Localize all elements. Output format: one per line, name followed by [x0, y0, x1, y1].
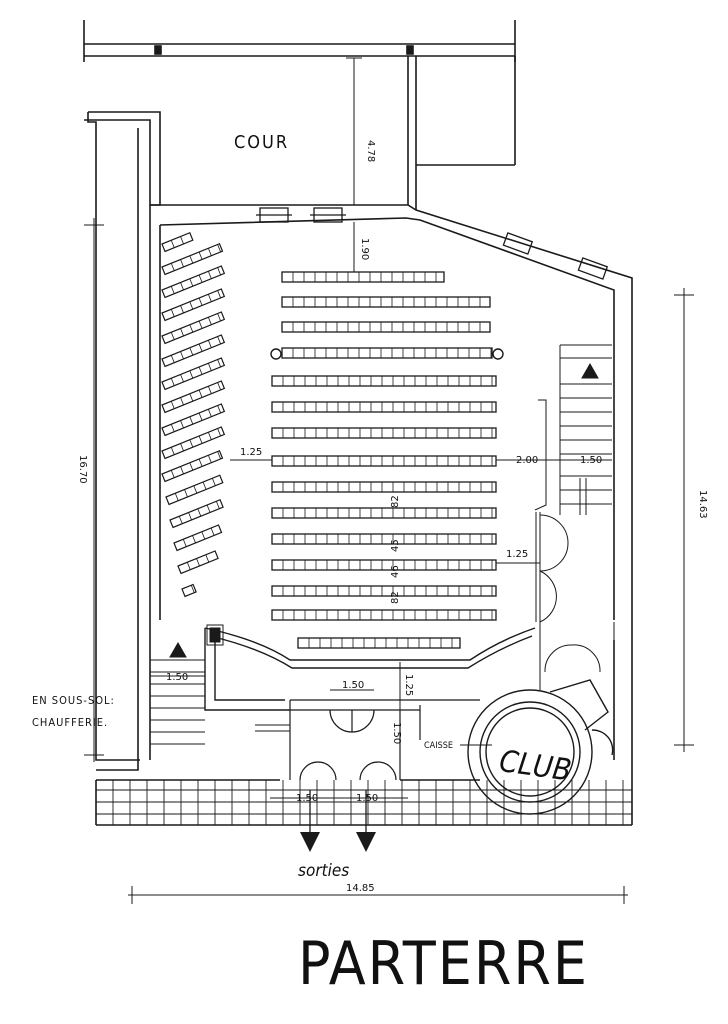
top-wall [83, 20, 516, 62]
dim-door-aisle: 1.25 [506, 549, 528, 560]
dim-lobby-depth-b: 1.50 [391, 722, 402, 744]
seat-row [161, 334, 226, 368]
seat-row [161, 311, 226, 345]
exit-arrows [300, 790, 376, 852]
seat-row [161, 265, 226, 299]
top-windows [256, 207, 609, 280]
seat-row [161, 426, 226, 460]
seat-row [161, 231, 194, 253]
seat-row [181, 583, 197, 598]
building-walls [87, 112, 633, 826]
seat-row [161, 242, 224, 276]
courtyard-label: COUR [234, 132, 289, 153]
seat-row [271, 427, 497, 439]
dim-left-height: 16.70 [77, 455, 88, 484]
seat-row [281, 321, 491, 333]
basement-note-line2: CHAUFFERIE. [32, 716, 108, 729]
seat-row [165, 474, 224, 506]
dim-exit-b: 1.50 [356, 793, 378, 804]
seat-row [271, 609, 497, 621]
exits-label: sorties [298, 861, 349, 881]
dim-left-aisle: 1.25 [240, 447, 262, 458]
exit-arrow-left-icon [300, 832, 320, 852]
seat-row [281, 347, 493, 359]
seat-row [161, 288, 226, 322]
columns [270, 348, 504, 360]
seat-row [173, 524, 223, 552]
seat-row [281, 296, 491, 308]
lobby [289, 699, 480, 781]
basement-note-line1: EN SOUS-SOL: [32, 694, 115, 707]
seat-row [271, 375, 497, 387]
dim-row-c: 46 [390, 565, 401, 578]
dim-lobby-door: 1.50 [342, 680, 364, 691]
seat-row [161, 403, 226, 437]
left-seat-block [161, 231, 226, 598]
dim-row-a: 82 [390, 495, 401, 508]
club-kiosk [467, 679, 614, 815]
club-label: CLUB [497, 744, 573, 789]
exit-arrow-right-icon [356, 832, 376, 852]
seat-row [271, 401, 497, 413]
dim-front-gap: 1.90 [359, 238, 370, 260]
seat-row [297, 637, 461, 649]
sidewalk-tiles [95, 780, 632, 825]
stage-front [204, 627, 536, 711]
seat-row [271, 507, 497, 519]
seat-row [271, 455, 497, 467]
dim-total-width: 14.85 [346, 883, 375, 894]
dim-row-b: 45 [390, 539, 401, 552]
dim-stair-width: 1.50 [580, 455, 602, 466]
seat-row [177, 550, 219, 575]
dimension-lines [84, 57, 694, 904]
dim-court-depth: 4.78 [365, 140, 376, 162]
seat-row [271, 481, 497, 493]
seat-row [271, 585, 497, 597]
dim-row-d: 82 [390, 591, 401, 604]
seat-row [281, 271, 445, 283]
dim-left-stair: 1.50 [166, 672, 188, 683]
side-doors [535, 512, 615, 690]
plan-title: PARTERRE [298, 929, 589, 999]
seat-row [161, 380, 226, 414]
caisse-label: CAISSE [424, 741, 453, 751]
dim-right-height: 14.63 [697, 490, 708, 519]
seat-row [161, 449, 224, 483]
seat-row [169, 498, 224, 529]
left-stair [150, 624, 290, 745]
dim-lobby-depth-a: 1.25 [403, 674, 414, 696]
seat-row [271, 559, 497, 571]
dim-exit-a: 1.50 [296, 793, 318, 804]
dim-right-aisle: 2.00 [516, 455, 538, 466]
courtyard-walls [84, 56, 516, 210]
seat-row [271, 533, 497, 545]
center-seat-block [271, 271, 497, 649]
right-stair [534, 344, 612, 515]
seat-row [161, 357, 226, 391]
